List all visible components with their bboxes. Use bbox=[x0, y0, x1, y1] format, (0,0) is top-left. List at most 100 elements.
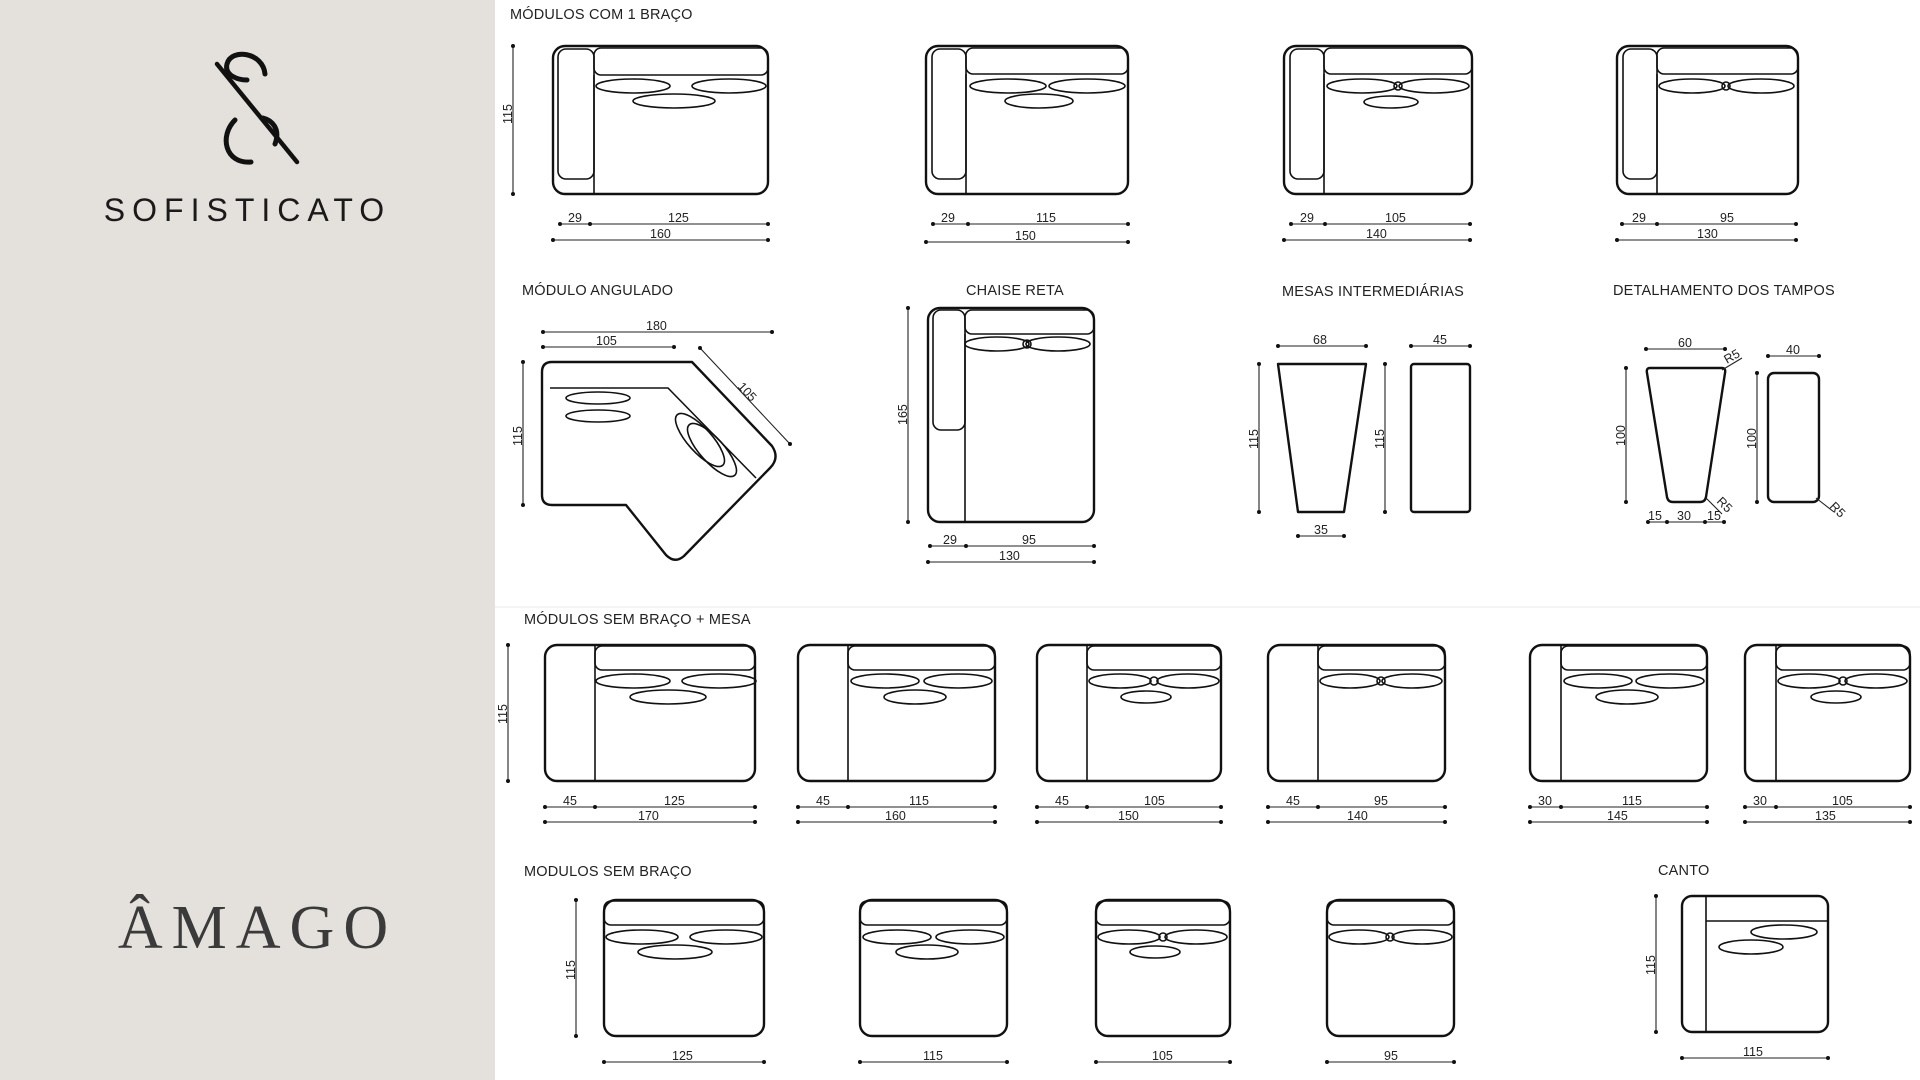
dimension-arm-seat: 29 125 160 bbox=[551, 211, 770, 242]
dimension-depth: 115 bbox=[501, 44, 515, 196]
section-title-chaise: CHAISE RETA bbox=[966, 283, 1064, 299]
svg-text:30: 30 bbox=[1677, 509, 1691, 523]
chaise-module bbox=[926, 306, 1096, 524]
svg-text:140: 140 bbox=[1366, 227, 1387, 241]
dimension-table-seat: 45 125 170 bbox=[543, 794, 757, 824]
product-name: ÂMAGO bbox=[117, 894, 398, 962]
side-table-tapered bbox=[1276, 362, 1368, 514]
section-title-tops: DETALHAMENTO DOS TAMPOS bbox=[1613, 283, 1835, 299]
svg-text:60: 60 bbox=[1678, 336, 1692, 350]
svg-text:115: 115 bbox=[1622, 794, 1642, 808]
svg-text:115: 115 bbox=[501, 104, 515, 124]
svg-text:35: 35 bbox=[1314, 523, 1328, 537]
svg-text:29: 29 bbox=[568, 211, 582, 225]
svg-text:45: 45 bbox=[563, 794, 577, 808]
dimension-table-seat: 45 95 140 bbox=[1266, 794, 1447, 824]
svg-text:115: 115 bbox=[496, 704, 510, 724]
dimension-seat: 125 bbox=[602, 1049, 766, 1064]
svg-text:125: 125 bbox=[664, 794, 685, 808]
svg-text:45: 45 bbox=[1055, 794, 1069, 808]
svg-text:30: 30 bbox=[1753, 794, 1767, 808]
armless-table-module-160 bbox=[796, 643, 997, 783]
section-title-armless-table: MÓDULOS SEM BRAÇO + MESA bbox=[524, 611, 751, 628]
svg-text:30: 30 bbox=[1538, 794, 1552, 808]
svg-text:105: 105 bbox=[596, 334, 617, 348]
dimension-table-a: 68 115 35 bbox=[1247, 333, 1368, 538]
dimension-top-b: 40 100 R5 bbox=[1745, 343, 1848, 520]
svg-text:115: 115 bbox=[564, 960, 578, 980]
svg-text:29: 29 bbox=[1300, 211, 1314, 225]
dimension-chaise: 165 29 95 130 bbox=[896, 306, 1096, 564]
svg-text:29: 29 bbox=[1632, 211, 1646, 225]
svg-text:115: 115 bbox=[1644, 955, 1658, 975]
armless-module-95 bbox=[1325, 898, 1456, 1038]
dimension-depth: 115 bbox=[564, 898, 578, 1038]
table-top-rect bbox=[1766, 371, 1821, 504]
svg-text:15: 15 bbox=[1648, 509, 1662, 523]
svg-text:115: 115 bbox=[1247, 429, 1261, 449]
svg-text:150: 150 bbox=[1015, 229, 1036, 243]
dimension-table-b: 45 115 bbox=[1373, 333, 1472, 514]
armless-table-module-135 bbox=[1743, 643, 1912, 783]
svg-text:95: 95 bbox=[1374, 794, 1388, 808]
armless-table-module-150 bbox=[1035, 643, 1223, 783]
corner-module bbox=[1680, 894, 1830, 1034]
side-table-straight bbox=[1409, 362, 1472, 514]
dimension-drawing: MÓDULOS COM 1 BRAÇO 115 29 125 160 29 11… bbox=[495, 6, 1920, 1064]
svg-text:115: 115 bbox=[923, 1049, 943, 1063]
section-title-tables: MESAS INTERMEDIÁRIAS bbox=[1282, 283, 1464, 300]
angled-module bbox=[540, 360, 777, 561]
armless-table-module-170 bbox=[543, 643, 757, 783]
svg-text:160: 160 bbox=[650, 227, 671, 241]
svg-text:68: 68 bbox=[1313, 333, 1327, 347]
svg-text:130: 130 bbox=[999, 549, 1020, 563]
svg-text:105: 105 bbox=[735, 379, 759, 404]
section-title-corner: CANTO bbox=[1658, 863, 1710, 879]
svg-text:95: 95 bbox=[1384, 1049, 1398, 1063]
one-arm-module-160 bbox=[551, 44, 770, 196]
svg-text:140: 140 bbox=[1347, 809, 1368, 823]
svg-text:115: 115 bbox=[1036, 211, 1056, 225]
svg-text:105: 105 bbox=[1152, 1049, 1173, 1063]
dimension-corner: 115 115 bbox=[1644, 894, 1830, 1060]
sofisticato-logo-icon bbox=[214, 51, 300, 165]
svg-text:45: 45 bbox=[1433, 333, 1447, 347]
svg-text:45: 45 bbox=[1286, 794, 1300, 808]
svg-text:40: 40 bbox=[1786, 343, 1800, 357]
dimension-table-seat: 30 115 145 bbox=[1528, 794, 1709, 824]
svg-text:115: 115 bbox=[909, 794, 929, 808]
section-title-one-arm: MÓDULOS COM 1 BRAÇO bbox=[510, 6, 693, 23]
technical-drawing-area: MÓDULOS COM 1 BRAÇO 115 29 125 160 29 11… bbox=[495, 0, 1920, 1080]
dimension-table-seat: 45 115 160 bbox=[796, 794, 997, 824]
armless-module-105 bbox=[1094, 898, 1232, 1038]
svg-text:125: 125 bbox=[668, 211, 689, 225]
brand-sidebar: SOFISTICATO ÂMAGO bbox=[0, 0, 495, 1080]
dimension-seat: 105 bbox=[1094, 1049, 1232, 1064]
dimension-arm-seat: 29 115 150 bbox=[924, 211, 1130, 244]
section-title-armless: MODULOS SEM BRAÇO bbox=[524, 864, 692, 880]
dimension-top-a: 60 R5 100 15 30 15 R5 bbox=[1614, 336, 1742, 524]
dimension-depth: 115 bbox=[496, 643, 510, 783]
dimension-table-seat: 30 105 135 bbox=[1743, 794, 1912, 824]
svg-text:105: 105 bbox=[1385, 211, 1406, 225]
dimension-seat: 115 bbox=[858, 1049, 1009, 1064]
svg-text:95: 95 bbox=[1720, 211, 1734, 225]
svg-text:15: 15 bbox=[1707, 509, 1721, 523]
svg-text:115: 115 bbox=[511, 426, 525, 446]
svg-text:R5: R5 bbox=[1827, 499, 1848, 520]
table-top-tapered bbox=[1645, 366, 1727, 504]
svg-text:145: 145 bbox=[1607, 809, 1628, 823]
svg-text:160: 160 bbox=[885, 809, 906, 823]
brand-name: SOFISTICATO bbox=[103, 192, 392, 228]
armless-table-module-145 bbox=[1528, 643, 1709, 783]
dimension-arm-seat: 29 95 130 bbox=[1615, 211, 1798, 242]
svg-text:29: 29 bbox=[943, 533, 957, 547]
dimension-table-seat: 45 105 150 bbox=[1035, 794, 1223, 824]
dimension-seat: 95 bbox=[1325, 1049, 1456, 1064]
svg-text:130: 130 bbox=[1697, 227, 1718, 241]
svg-text:115: 115 bbox=[1743, 1045, 1763, 1059]
one-arm-module-150 bbox=[924, 44, 1130, 196]
svg-text:100: 100 bbox=[1745, 428, 1759, 449]
section-title-angled: MÓDULO ANGULADO bbox=[522, 282, 673, 299]
one-arm-module-130 bbox=[1615, 44, 1800, 196]
